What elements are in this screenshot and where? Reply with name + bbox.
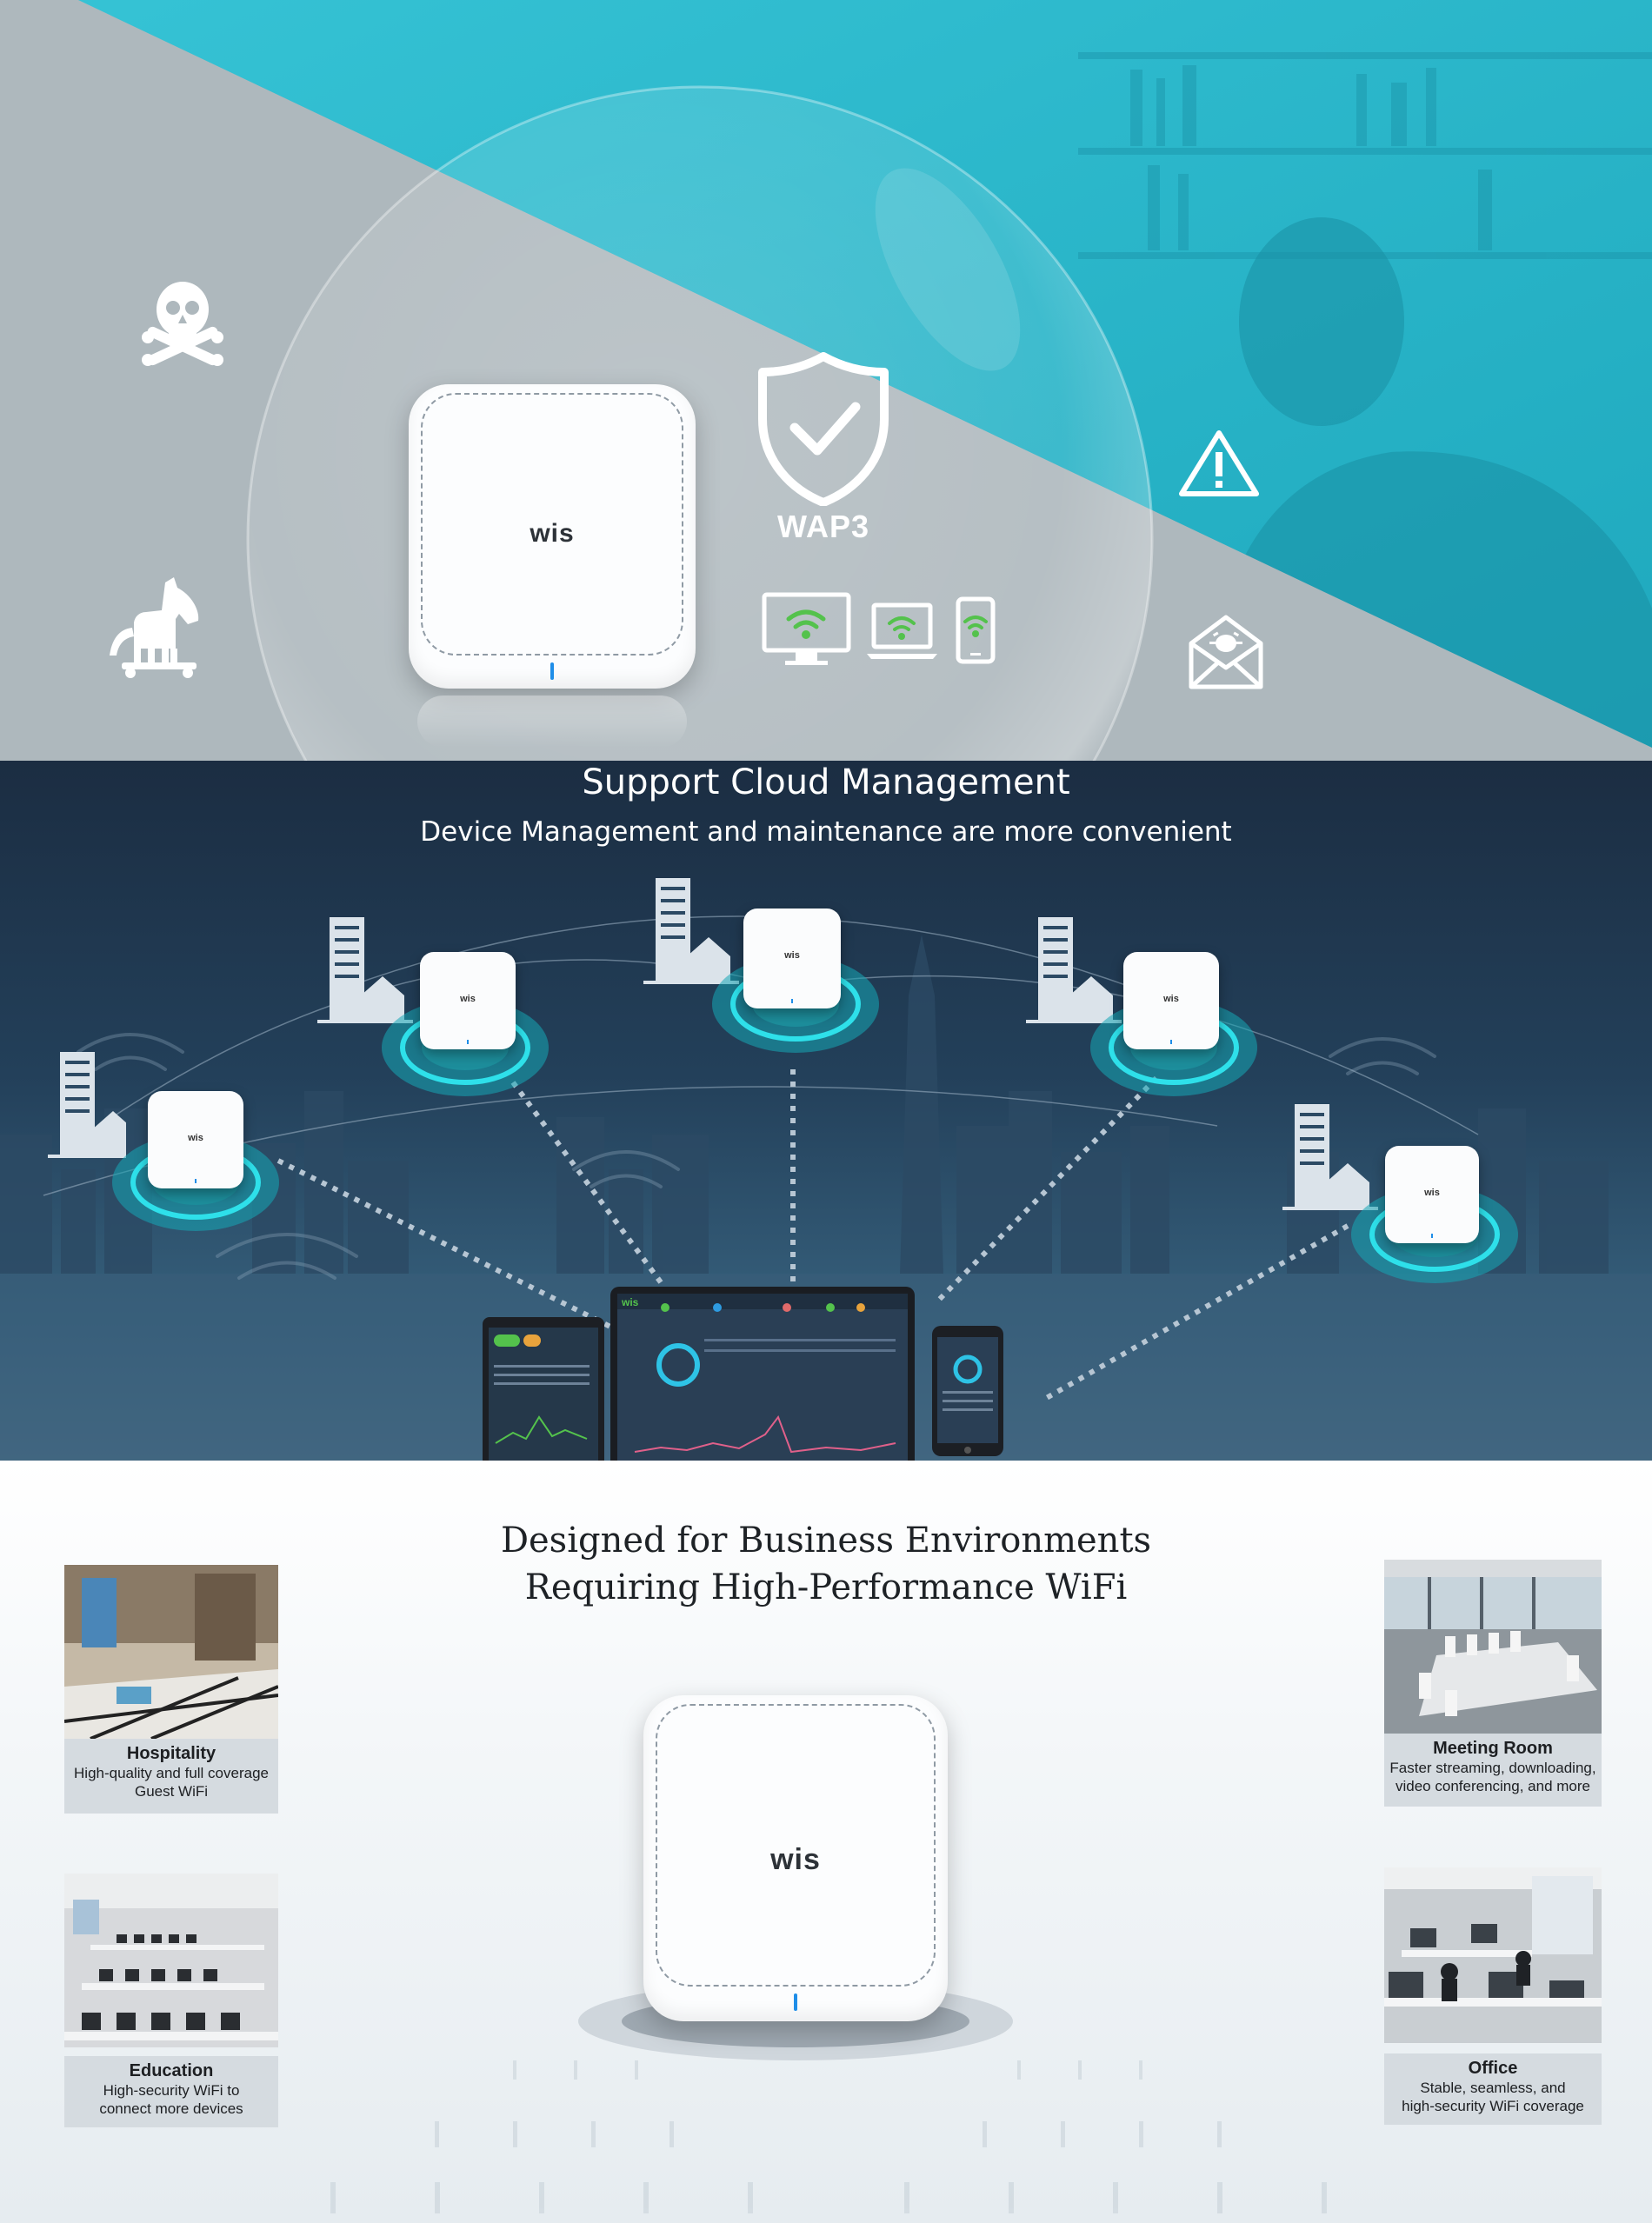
scenario-desc-line2: video conferencing, and more <box>1396 1778 1590 1794</box>
scenario-desc-line1: High-quality and full coverage <box>74 1765 269 1781</box>
phone-icon <box>932 1326 1003 1456</box>
cloud-subtitle: Device Management and maintenance are mo… <box>420 816 1232 848</box>
building-icon <box>1282 1104 1378 1210</box>
hospitality-caption: Hospitality High-quality and full covera… <box>64 1739 278 1814</box>
cloud-title: Support Cloud Management <box>582 762 1070 802</box>
node-access-point: wis <box>1123 952 1219 1049</box>
building-icon <box>317 917 413 1023</box>
education-photo <box>64 1874 278 2047</box>
status-led <box>794 1993 797 2011</box>
scenario-card-hospitality: Hospitality High-quality and full covera… <box>64 1565 278 1834</box>
device-logo: wis <box>770 1843 821 1876</box>
building-icon <box>1026 917 1122 1023</box>
scenario-title: Meeting Room <box>1433 1739 1553 1758</box>
laptop-icon: wis <box>610 1287 915 1461</box>
management-devices: wis <box>483 1287 1003 1461</box>
network-node: wis <box>317 909 561 1108</box>
status-led <box>550 662 554 680</box>
business-title: Designed for Business Environments Requi… <box>348 1517 1304 1611</box>
tablet-icon <box>483 1317 604 1461</box>
scenario-desc-line2: Guest WiFi <box>134 1783 209 1800</box>
cloud-management-section: Support Cloud Management Device Manageme… <box>0 761 1652 1461</box>
scenario-card-meeting-room: Meeting Room Faster streaming, downloadi… <box>1384 1560 1602 1829</box>
access-point-device-large: wis <box>643 1695 948 2021</box>
scenario-title: Hospitality <box>126 1744 216 1763</box>
svg-text:wis: wis <box>621 1296 639 1308</box>
security-shield-icon <box>758 352 889 506</box>
network-node: wis <box>1026 909 1269 1108</box>
monitor-wifi-icon <box>762 592 851 665</box>
wap3-label: WAP3 <box>776 509 870 544</box>
business-title-line2: Requiring High-Performance WiFi <box>524 1567 1128 1607</box>
business-title-line1: Designed for Business Environments <box>500 1521 1152 1561</box>
hero-background <box>0 0 1652 761</box>
laptop-wifi-icon <box>867 602 937 659</box>
node-access-point: wis <box>148 1091 243 1188</box>
hospitality-photo <box>64 1565 278 1739</box>
business-environments-section: Designed for Business Environments Requi… <box>0 1461 1652 2223</box>
scenario-card-education: Education High-security WiFi to connect … <box>64 1874 278 2143</box>
meeting-room-caption: Meeting Room Faster streaming, downloadi… <box>1384 1734 1602 1807</box>
scenario-desc-line2: connect more devices <box>99 2100 243 2117</box>
scenario-title: Education <box>129 2061 214 2080</box>
scenario-card-office: Office Stable, seamless, and high-securi… <box>1384 1867 1602 2141</box>
node-access-point: wis <box>420 952 516 1049</box>
office-caption: Office Stable, seamless, and high-securi… <box>1384 2053 1602 2125</box>
scenario-desc-line1: High-security WiFi to <box>103 2082 240 2099</box>
skull-crossbones-icon <box>142 282 223 366</box>
warning-triangle-icon <box>1179 430 1259 496</box>
network-node: wis <box>1282 1095 1526 1295</box>
scenario-desc-line2: high-security WiFi coverage <box>1402 2098 1584 2114</box>
trojan-horse-icon <box>110 577 199 678</box>
access-point-device: wis <box>409 384 696 689</box>
building-icon <box>643 878 739 984</box>
node-access-point: wis <box>1385 1146 1479 1243</box>
scenario-desc-line1: Faster streaming, downloading, <box>1389 1760 1596 1776</box>
meeting-room-photo <box>1384 1560 1602 1734</box>
virus-mail-icon <box>1189 615 1263 689</box>
education-caption: Education High-security WiFi to connect … <box>64 2056 278 2127</box>
node-access-point: wis <box>743 909 841 1008</box>
network-node: wis <box>48 1043 291 1243</box>
network-node: wis <box>643 869 887 1069</box>
device-logo: wis <box>530 519 575 548</box>
building-icon <box>48 1052 126 1158</box>
device-reflection <box>417 696 687 748</box>
security-hero-section: wis WAP3 <box>0 0 1652 761</box>
scenario-desc-line1: Stable, seamless, and <box>1420 2080 1566 2096</box>
scenario-title: Office <box>1468 2059 1518 2078</box>
phone-wifi-icon <box>956 596 996 664</box>
office-photo <box>1384 1867 1602 2043</box>
